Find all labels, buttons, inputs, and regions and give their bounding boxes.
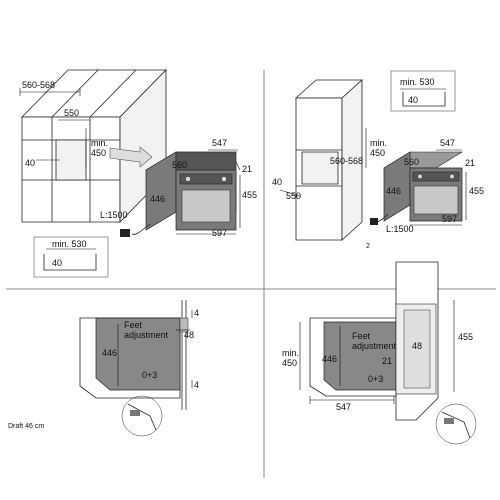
dim-opening-depth: 550 [64, 108, 79, 118]
bl-top-gap: 4 [194, 308, 199, 318]
br-detail-circle [435, 403, 477, 445]
inset-shape [43, 254, 97, 271]
bl-top-bracket [179, 317, 189, 333]
panel-bottom-left: 446 Feet adjustment 0+3 4 48 4 Draft 46 … [8, 300, 199, 437]
panel-bottom-right: 455 min. 450 446 Feet adjustment 48 21 0… [282, 261, 477, 445]
inset-shape-right [402, 92, 446, 107]
dim-front-offset: 40 [25, 158, 35, 168]
br-detail-hinge [441, 411, 471, 439]
cabinet-inner-line [89, 69, 137, 118]
tr-plug-icon [370, 218, 378, 225]
power-cable [131, 223, 151, 235]
bl-feet-value: 0+3 [142, 370, 157, 380]
cabinet-inner-line [51, 69, 99, 118]
tr-knob-icon [449, 174, 455, 179]
bl-detail-circle [121, 395, 163, 437]
br-oven-section [323, 321, 397, 391]
tr-knob-icon [417, 174, 423, 179]
bl-dim-height: 446 [102, 348, 117, 358]
tr-oven-control-panel [412, 171, 460, 182]
tr-oven-door [413, 185, 459, 215]
bl-bottom-gap: 4 [194, 380, 199, 390]
dim-cabinet-width: 560-568 [22, 80, 55, 90]
br-gap: 21 [382, 356, 392, 366]
tall-cabinet-opening [301, 151, 339, 185]
tr-dim-front-offset: 40 [272, 177, 282, 187]
br-feet-value: 0+3 [368, 374, 383, 384]
tr-dim-oven-depth: 547 [440, 138, 455, 148]
oven-control-panel [179, 173, 233, 185]
tr-dim-top-gap: 21 [465, 158, 475, 168]
page-number: 2 [366, 243, 370, 250]
dim-min-value: 450 [91, 148, 106, 158]
tall-cabinet-side [341, 79, 363, 241]
dim-oven-inner-depth: 560 [172, 160, 187, 170]
knob-icon [185, 176, 191, 182]
inset-value-right: 40 [408, 95, 418, 105]
bl-detail-block [130, 410, 140, 416]
inset-value: 40 [52, 258, 62, 268]
inset-min: min. 530 [52, 239, 87, 249]
bl-footnote: Draft 46 cm [8, 423, 44, 430]
cabinet-opening [55, 139, 87, 181]
br-dim-height: 455 [458, 332, 473, 342]
tr-dim-opening-depth: 550 [286, 191, 301, 201]
tr-dim-oven-side: 446 [386, 186, 401, 196]
oven-door [181, 189, 231, 223]
dim-oven-height: 455 [242, 190, 257, 200]
br-side-value: 48 [412, 341, 422, 351]
bl-side-value: 48 [184, 330, 194, 340]
bl-feet-line1: Feet [124, 320, 143, 330]
dim-oven-width: 597 [212, 228, 227, 238]
tr-dim-oven-inner-depth: 560 [404, 157, 419, 167]
inset-box-right [390, 70, 456, 112]
br-dim-min-label: min. [282, 348, 299, 358]
br-dim-oven-height: 446 [322, 354, 337, 364]
dim-top-gap: 21 [242, 164, 252, 174]
bl-feet-line2: adjustment [124, 330, 169, 340]
br-detail-block [444, 418, 454, 424]
tr-cable-length: L:1500 [386, 224, 414, 234]
cable-length: L:1500 [100, 210, 128, 220]
dim-oven-side: 446 [150, 194, 165, 204]
tr-dim-min-value: 450 [370, 148, 385, 158]
tr-dim-oven-height: 455 [469, 186, 484, 196]
plug-icon [120, 229, 130, 237]
knob-icon [221, 176, 227, 182]
br-door-glass [403, 309, 431, 389]
br-feet-line1: Feet [352, 331, 371, 341]
tr-dim-min-label: min. [370, 138, 387, 148]
br-feet-line2: adjustment [352, 341, 397, 351]
bl-oven-section [95, 317, 181, 391]
dim-min-label: min. [91, 138, 108, 148]
panel-top-right: min. 530 40 min. 450 560-568 40 550 547 … [272, 70, 484, 250]
panel-top-left: 560-568 550 min. 450 40 547 560 21 455 4… [19, 69, 257, 278]
tr-dim-oven-width: 597 [442, 214, 457, 224]
insert-arrow [109, 146, 153, 168]
bl-detail-hinge [127, 403, 157, 431]
tr-dim-cabinet-width: 560-568 [330, 156, 363, 166]
inset-box [33, 236, 109, 278]
dim-oven-depth: 547 [212, 138, 227, 148]
inset-min-right: min. 530 [400, 77, 435, 87]
br-dim-depth: 547 [336, 402, 351, 412]
br-dim-min-value: 450 [282, 358, 297, 368]
